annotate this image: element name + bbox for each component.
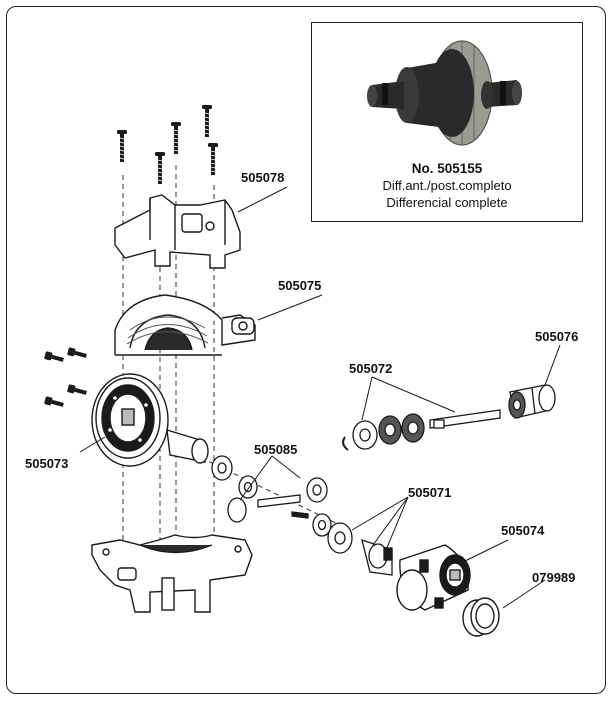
diff-gear-disk-part bbox=[91, 373, 209, 467]
diagram-frame bbox=[6, 6, 606, 694]
complete-differential-inset: No. 505155 Diff.ant./post.completo Diffe… bbox=[311, 22, 583, 222]
upper-screws bbox=[116, 104, 219, 185]
part-label-505073: 505073 bbox=[25, 456, 69, 471]
part-label-505071: 505071 bbox=[408, 485, 452, 500]
lower-case-part bbox=[91, 534, 253, 613]
bearing-part bbox=[462, 597, 500, 637]
part-label-505075: 505075 bbox=[278, 278, 322, 293]
part-label-505076: 505076 bbox=[535, 329, 579, 344]
diff-housing-part bbox=[396, 544, 471, 611]
kit-number: No. 505155 bbox=[411, 161, 483, 176]
upper-bracket-part bbox=[114, 194, 241, 269]
leader-lines bbox=[79, 186, 561, 609]
output-shaft-assembly bbox=[342, 384, 556, 451]
part-label-505072: 505072 bbox=[349, 361, 393, 376]
side-bolts bbox=[43, 347, 88, 409]
part-label-505074: 505074 bbox=[501, 523, 545, 538]
caption-line-english: Differencial complete bbox=[386, 195, 508, 210]
inset-caption: No. 505155 Diff.ant./post.completo Diffe… bbox=[312, 160, 582, 211]
part-label-079989: 079989 bbox=[532, 570, 576, 585]
complete-differential-image bbox=[367, 40, 522, 146]
upper-case-part bbox=[114, 294, 256, 356]
part-label-505085: 505085 bbox=[254, 442, 298, 457]
caption-line-italian: Diff.ant./post.completo bbox=[382, 178, 512, 193]
spider-gears-parts bbox=[312, 513, 393, 576]
part-label-505078: 505078 bbox=[241, 170, 285, 185]
pinion-shaft-parts bbox=[211, 455, 328, 523]
